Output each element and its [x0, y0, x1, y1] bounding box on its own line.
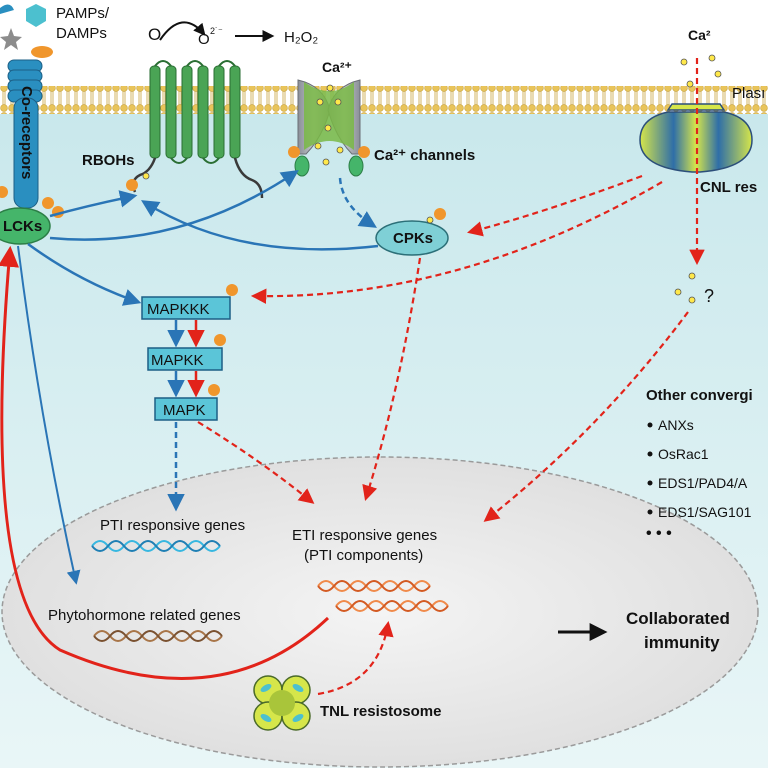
- ca-channel: [297, 79, 361, 155]
- o2-label: O: [198, 31, 210, 48]
- cnl-label: CNL res: [700, 179, 757, 196]
- ca-dot: [326, 84, 334, 92]
- co-receptor: [7, 59, 43, 209]
- rbohs-label: RBOHs: [82, 152, 135, 169]
- ca-dot: [688, 272, 696, 280]
- convergence-item: EDS1/SAG101: [658, 504, 752, 520]
- hexagon-icon: [26, 4, 46, 27]
- oval-ligand-icon: [31, 46, 53, 58]
- tnl-to-eti-arrow: [317, 620, 394, 696]
- channel-foot-right: [348, 155, 364, 177]
- phospho-icon: [434, 208, 446, 220]
- channel-to-cpk-dashed-arrow: [338, 177, 377, 228]
- ca-top-label: Ca²⁺: [322, 59, 352, 75]
- mapkk-label: MAPKK: [151, 352, 204, 369]
- phospho-icon: [358, 146, 370, 158]
- ca-dot: [708, 54, 716, 62]
- cnl-to-cpk-arrow: [467, 174, 643, 237]
- cnl-to-mapkkk-arrow: [250, 181, 663, 304]
- o-to-superoxide-arrow: [159, 21, 206, 41]
- ca-dot: [688, 296, 696, 304]
- pti-dna-icon: [91, 540, 221, 552]
- pamps-label-1: PAMPs/: [56, 5, 110, 22]
- pti-genes-label: PTI responsive genes: [100, 517, 245, 534]
- mapkkk-box: [141, 296, 231, 320]
- eti-feedback-arrow: [0, 245, 330, 680]
- channel-foot-left: [294, 155, 310, 177]
- unknown-to-eti-arrow: [483, 311, 689, 522]
- convergence-item: EDS1/PAD4/A: [658, 475, 748, 491]
- nucleus: [1, 456, 759, 768]
- cpks: [375, 220, 449, 256]
- phospho-icon: [226, 284, 238, 296]
- ca-dot: [324, 124, 332, 132]
- phospho-icon: [288, 146, 300, 158]
- outcome-label-1: Collaborated: [626, 609, 730, 628]
- mapkkk-label: MAPKKK: [147, 301, 210, 318]
- tnl-resistosome: [253, 675, 311, 731]
- phytohormone-genes-label: Phytohormone related genes: [48, 607, 241, 624]
- tnl-label: TNL resistosome: [320, 703, 441, 720]
- phytohormone-dna-icon: [93, 630, 223, 642]
- phospho-icon: [0, 186, 8, 198]
- mapkk-box: [147, 347, 223, 371]
- eti-genes-label-2: (PTI components): [304, 547, 423, 564]
- co-receptors-label: Co-receptors: [18, 86, 35, 179]
- phospho-icon: [214, 334, 226, 346]
- h2o2-label: H₂O₂: [284, 29, 318, 46]
- cpks-label: CPKs: [393, 230, 433, 247]
- phospho-icon: [42, 197, 54, 209]
- convergence-item: ANXs: [658, 417, 694, 433]
- ca-channels-label: Ca²⁺ channels: [374, 147, 475, 164]
- eti-genes-label-1: ETI responsive genes: [292, 527, 437, 544]
- phospho-icon: [208, 384, 220, 396]
- question-mark: ?: [704, 286, 714, 306]
- rlcks: [0, 207, 51, 245]
- plasma-membrane: [0, 86, 768, 114]
- o-label: O: [148, 25, 161, 44]
- mapk-label: MAPK: [163, 402, 206, 419]
- pamps-label-2: DAMPs: [56, 25, 107, 42]
- ca-dot: [322, 158, 330, 166]
- convergence-title: Other convergi: [646, 387, 753, 404]
- ca-dot: [686, 80, 694, 88]
- cpk-to-eti-arrow: [362, 257, 422, 501]
- mapk-to-eti-arrow: [197, 421, 315, 504]
- wedge-ligand-icon: [0, 4, 14, 14]
- ca-dot: [142, 172, 150, 180]
- plasma-membrane-label: Plası: [732, 85, 765, 102]
- ca-dot: [426, 216, 434, 224]
- convergence-list: ANXs OsRac1 EDS1/PAD4/A EDS1/SAG101 • • …: [646, 417, 752, 542]
- convergence-item: OsRac1: [658, 446, 709, 462]
- rlck-to-mapkkk-arrow: [27, 242, 142, 306]
- ca-dot: [334, 98, 342, 106]
- ca-dot: [674, 288, 682, 296]
- rlck-to-rboh-arrow: [49, 190, 138, 218]
- mapk-box: [154, 397, 218, 421]
- eti-dna-icon: [317, 580, 449, 612]
- ca-dot: [336, 146, 344, 154]
- rlcks-label: LCKs: [3, 218, 42, 235]
- outcome-label-2: immunity: [644, 633, 720, 652]
- convergence-more: • • •: [646, 525, 672, 542]
- ca-dot: [316, 98, 324, 106]
- phospho-icon: [126, 179, 138, 191]
- rlck-to-phytohormone-arrow: [17, 245, 81, 585]
- ca-dot: [680, 58, 688, 66]
- ca-dot: [314, 142, 322, 150]
- ligands: [0, 4, 53, 58]
- o2-charge-label: 2˙⁻: [210, 26, 223, 36]
- ca-dot: [714, 70, 722, 78]
- ca-right-label: Ca²: [688, 27, 711, 43]
- cpk-to-rboh-arrow: [141, 200, 379, 251]
- rlck-to-channel-arrow: [49, 170, 299, 241]
- star-icon: [0, 28, 22, 50]
